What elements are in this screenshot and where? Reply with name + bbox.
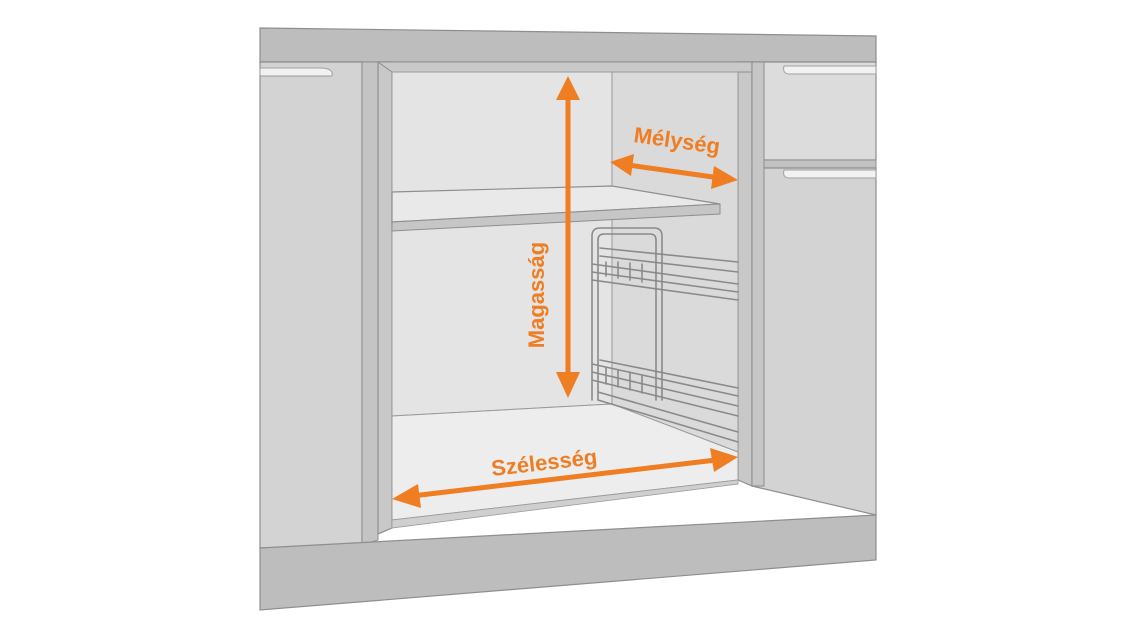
plinth [259, 514, 877, 611]
left-cabinet [259, 61, 379, 549]
pull-out-wire-basket-icon [591, 227, 739, 443]
open-cabinet [376, 61, 753, 535]
width-arrow-icon [392, 448, 738, 508]
height-label: Magasság [524, 242, 549, 348]
depth-arrow-icon [610, 154, 738, 189]
dimension-arrows [392, 76, 738, 508]
height-arrow-icon [556, 76, 580, 398]
shelf [391, 185, 721, 232]
countertop [259, 27, 877, 63]
right-cabinet [751, 61, 877, 516]
